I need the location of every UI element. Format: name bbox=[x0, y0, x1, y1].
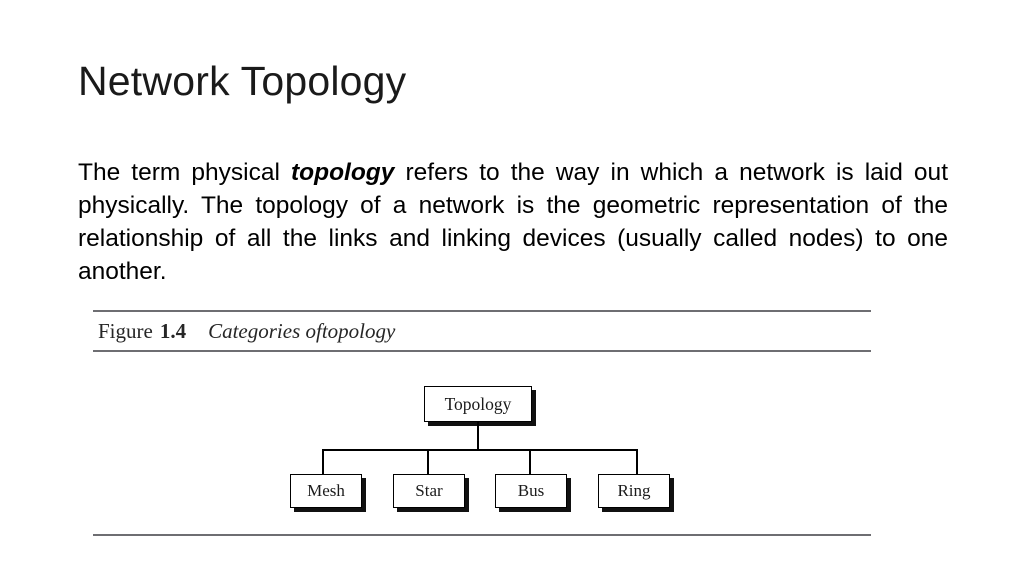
figure-caption-number: 1.4 bbox=[159, 318, 187, 343]
tree-node-topology: Topology bbox=[424, 386, 532, 422]
connector-root-stem bbox=[477, 422, 479, 450]
figure-caption-title: Categories oftopology bbox=[208, 318, 396, 343]
connector-horizontal-bus bbox=[322, 449, 638, 451]
connector-drop-ring bbox=[636, 449, 638, 474]
page-title: Network Topology bbox=[78, 58, 407, 104]
figure-rule-middle bbox=[93, 350, 871, 352]
topology-tree-diagram: Topology Mesh Star Bus Ring bbox=[0, 360, 1024, 530]
tree-node-mesh: Mesh bbox=[290, 474, 362, 508]
body-text-part1: The term physical bbox=[78, 159, 291, 186]
figure-rule-bottom bbox=[93, 534, 871, 536]
figure-caption-block: Figure 1.4 Categories oftopology bbox=[93, 310, 871, 352]
connector-drop-mesh bbox=[322, 449, 324, 474]
connector-drop-star bbox=[427, 449, 429, 474]
body-text-part2: refers to the way in which a network is … bbox=[78, 159, 948, 285]
figure-caption-word: Figure bbox=[98, 318, 153, 343]
figure-caption: Figure 1.4 Categories oftopology bbox=[93, 312, 871, 350]
tree-node-ring: Ring bbox=[598, 474, 670, 508]
body-emphasis-topology: topology bbox=[290, 159, 395, 186]
connector-drop-bus bbox=[529, 449, 531, 474]
tree-node-bus: Bus bbox=[495, 474, 567, 508]
figure-rule-top bbox=[93, 310, 871, 312]
tree-node-star: Star bbox=[393, 474, 465, 508]
body-paragraph: The term physical topology refers to the… bbox=[78, 156, 948, 288]
